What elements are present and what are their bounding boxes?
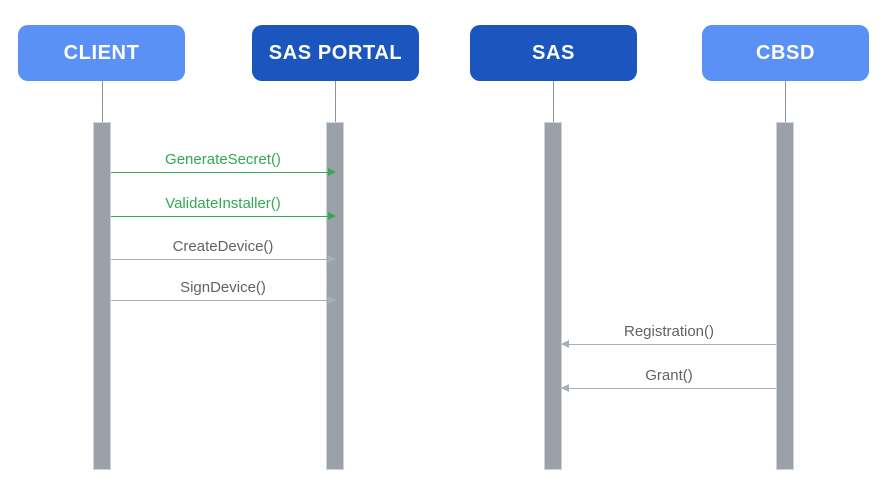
message-label: ValidateInstaller() xyxy=(165,195,281,212)
message-label: Registration() xyxy=(623,323,715,340)
lifeline-sas xyxy=(553,81,554,122)
arrowhead-right-icon xyxy=(328,168,336,176)
participant-client[interactable]: CLIENT xyxy=(18,25,185,81)
message-label: CreateDevice() xyxy=(172,238,274,255)
participant-cbsd[interactable]: CBSD xyxy=(702,25,869,81)
message-line xyxy=(111,172,335,173)
participant-sas[interactable]: SAS xyxy=(470,25,637,81)
participant-sas-portal[interactable]: SAS PORTAL xyxy=(252,25,419,81)
arrowhead-right-icon xyxy=(328,296,336,304)
lifeline-sas-portal xyxy=(335,81,336,122)
arrowhead-right-icon xyxy=(328,255,336,263)
message-line xyxy=(562,344,776,345)
activation-bar-client xyxy=(93,122,111,470)
lifeline-cbsd xyxy=(785,81,786,122)
message-label: Grant() xyxy=(645,367,693,384)
message-label: GenerateSecret() xyxy=(165,151,281,168)
message-line xyxy=(562,388,776,389)
message-line xyxy=(111,259,335,260)
message-line xyxy=(111,216,335,217)
lifeline-client xyxy=(102,81,103,122)
message-label: SignDevice() xyxy=(180,279,266,296)
arrowhead-left-icon xyxy=(561,384,569,392)
arrowhead-left-icon xyxy=(561,340,569,348)
activation-bar-cbsd xyxy=(776,122,794,470)
message-line xyxy=(111,300,335,301)
activation-bar-sas xyxy=(544,122,562,470)
arrowhead-right-icon xyxy=(328,212,336,220)
